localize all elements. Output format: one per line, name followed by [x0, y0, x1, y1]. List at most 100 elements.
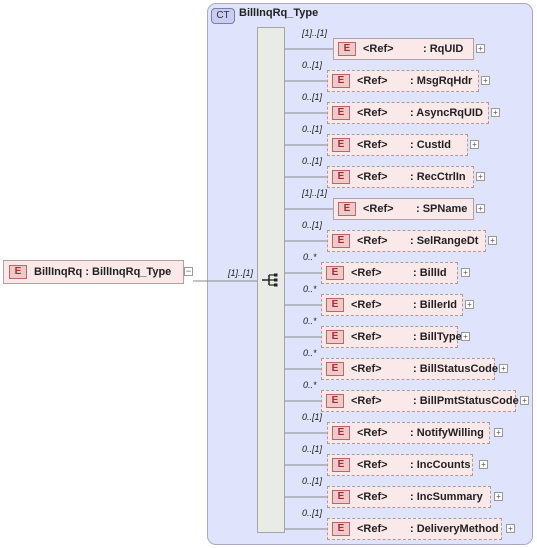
child-element-billstatuscode[interactable]: E <Ref> : BillStatusCode [321, 358, 498, 380]
ref-label: <Ref> [357, 171, 388, 183]
ref-label: <Ref> [351, 299, 382, 311]
element-badge-icon: E [326, 394, 344, 408]
element-badge-icon: E [332, 138, 350, 152]
element-name: : BillStatusCode [413, 363, 498, 375]
element-name: : BillerId [413, 299, 458, 311]
root-element[interactable]: E BillInqRq : BillInqRq_Type [3, 260, 184, 284]
child-element-billpmtstatuscode[interactable]: E <Ref> : BillPmtStatusCode [321, 390, 519, 412]
ref-label: <Ref> [357, 491, 388, 503]
child-element-billerid[interactable]: E <Ref> : BillerId [321, 294, 463, 316]
element-name: : MsgRqHdr [410, 75, 473, 87]
expand-icon[interactable]: + [506, 524, 515, 533]
expand-icon[interactable]: + [491, 108, 500, 117]
element-badge-icon: E [9, 265, 27, 279]
element-name: : IncSummary [410, 491, 483, 503]
cardinality-label: 0..* [303, 284, 317, 294]
expand-icon[interactable]: + [476, 44, 485, 53]
child-element-billtype[interactable]: E <Ref> : BillType [321, 326, 462, 348]
element-name: : BillType [413, 331, 462, 343]
element-badge-icon: E [332, 106, 350, 120]
ref-label: <Ref> [357, 235, 388, 247]
child-element-incsummary[interactable]: E <Ref> : IncSummary [327, 486, 491, 508]
child-element-deliverymethod[interactable]: E <Ref> : DeliveryMethod [327, 518, 502, 540]
ref-label: <Ref> [357, 139, 388, 151]
cardinality-label: 0..[1] [302, 508, 323, 518]
ref-label: <Ref> [357, 427, 388, 439]
child-element-spname[interactable]: E<Ref>: SPName [333, 198, 474, 220]
child-element-rquid[interactable]: E <Ref> : RqUID [333, 38, 474, 60]
cardinality-label: 0..[1] [302, 412, 323, 422]
child-element-inccounts[interactable]: E<Ref>: IncCounts [327, 454, 473, 476]
cardinality-label: 0..[1] [302, 156, 323, 166]
expand-icon[interactable]: + [494, 428, 503, 437]
cardinality-label: 0..[1] [302, 220, 323, 230]
cardinality-label: 0..[1] [302, 92, 323, 102]
element-name: : BillPmtStatusCode [413, 395, 519, 407]
child-element-asyncrquid[interactable]: E <Ref> : AsyncRqUID [327, 102, 489, 124]
child-element-billid[interactable]: E<Ref>: BillId [321, 262, 458, 284]
ref-label: <Ref> [351, 331, 382, 343]
expand-icon[interactable]: + [465, 300, 474, 309]
cardinality-label: [1]..[1] [302, 188, 328, 198]
child-element-custid[interactable]: E <Ref> : CustId [327, 134, 468, 156]
child-element-recctrlin[interactable]: E <Ref> : RecCtrlIn [327, 166, 474, 188]
expand-icon[interactable]: + [476, 172, 485, 181]
expand-icon[interactable]: + [476, 204, 485, 213]
element-badge-icon: E [326, 362, 344, 376]
expand-icon[interactable]: + [461, 332, 470, 341]
cardinality-label: 0..* [303, 252, 317, 262]
complex-type-badge: CT [211, 8, 235, 24]
expand-icon[interactable]: + [494, 492, 503, 501]
cardinality-label: 0..* [303, 348, 317, 358]
ref-label: <Ref> [357, 75, 388, 87]
element-badge-icon: E [332, 74, 350, 88]
expand-icon[interactable]: + [479, 460, 488, 469]
element-badge-icon: E [332, 522, 350, 536]
cardinality-label: 0..* [303, 316, 317, 326]
element-badge-icon: E [332, 234, 350, 248]
child-element-msgrqhdr[interactable]: E <Ref> : MsgRqHdr [327, 70, 479, 92]
child-element-notifywilling[interactable]: E <Ref> : NotifyWilling [327, 422, 490, 444]
element-name: : CustId [410, 139, 451, 151]
expand-icon[interactable]: + [488, 236, 497, 245]
root-cardinality: [1]..[1] [228, 268, 254, 278]
element-badge-icon: E [332, 490, 350, 504]
element-badge-icon: E [326, 330, 344, 344]
cardinality-label: 0..[1] [302, 444, 323, 454]
element-badge-icon: E [326, 298, 344, 312]
element-name: : DeliveryMethod [410, 523, 499, 535]
sequence-compositor-icon[interactable] [261, 273, 281, 287]
element-name: : RecCtrlIn [410, 171, 466, 183]
element-badge-icon: E [332, 170, 350, 184]
ref-label: <Ref> [363, 43, 394, 55]
expand-icon[interactable]: + [520, 396, 529, 405]
cardinality-label: 0..[1] [302, 124, 323, 134]
element-badge-icon: E [332, 458, 350, 472]
element-name: : AsyncRqUID [410, 107, 483, 119]
expand-icon[interactable]: + [499, 364, 508, 373]
root-element-label: BillInqRq : BillInqRq_Type [34, 266, 172, 278]
cardinality-label: [1]..[1] [302, 28, 328, 38]
ref-label: <Ref> [351, 395, 382, 407]
ref-label: <Ref> [351, 363, 382, 375]
ref-label: <Ref> [363, 203, 394, 215]
cardinality-label: 0..[1] [302, 476, 323, 486]
expand-icon[interactable]: + [470, 140, 479, 149]
expand-icon[interactable]: + [461, 268, 470, 277]
sequence-bar [257, 27, 285, 533]
element-badge-icon: E [332, 426, 350, 440]
collapse-icon[interactable]: − [184, 266, 193, 276]
expand-icon[interactable]: + [481, 76, 490, 85]
element-name: : NotifyWilling [410, 427, 484, 439]
element-badge-icon: E [338, 42, 356, 56]
ref-label: <Ref> [351, 267, 382, 279]
element-badge-icon: E [338, 202, 356, 216]
complex-type-title: BillInqRq_Type [239, 7, 319, 19]
ref-label: <Ref> [357, 107, 388, 119]
child-element-selrangedt[interactable]: E<Ref>: SelRangeDt [327, 230, 486, 252]
cardinality-label: 0..* [303, 380, 317, 390]
element-name: : RqUID [423, 43, 464, 55]
ref-label: <Ref> [357, 523, 388, 535]
ref-label: <Ref> [357, 459, 388, 471]
